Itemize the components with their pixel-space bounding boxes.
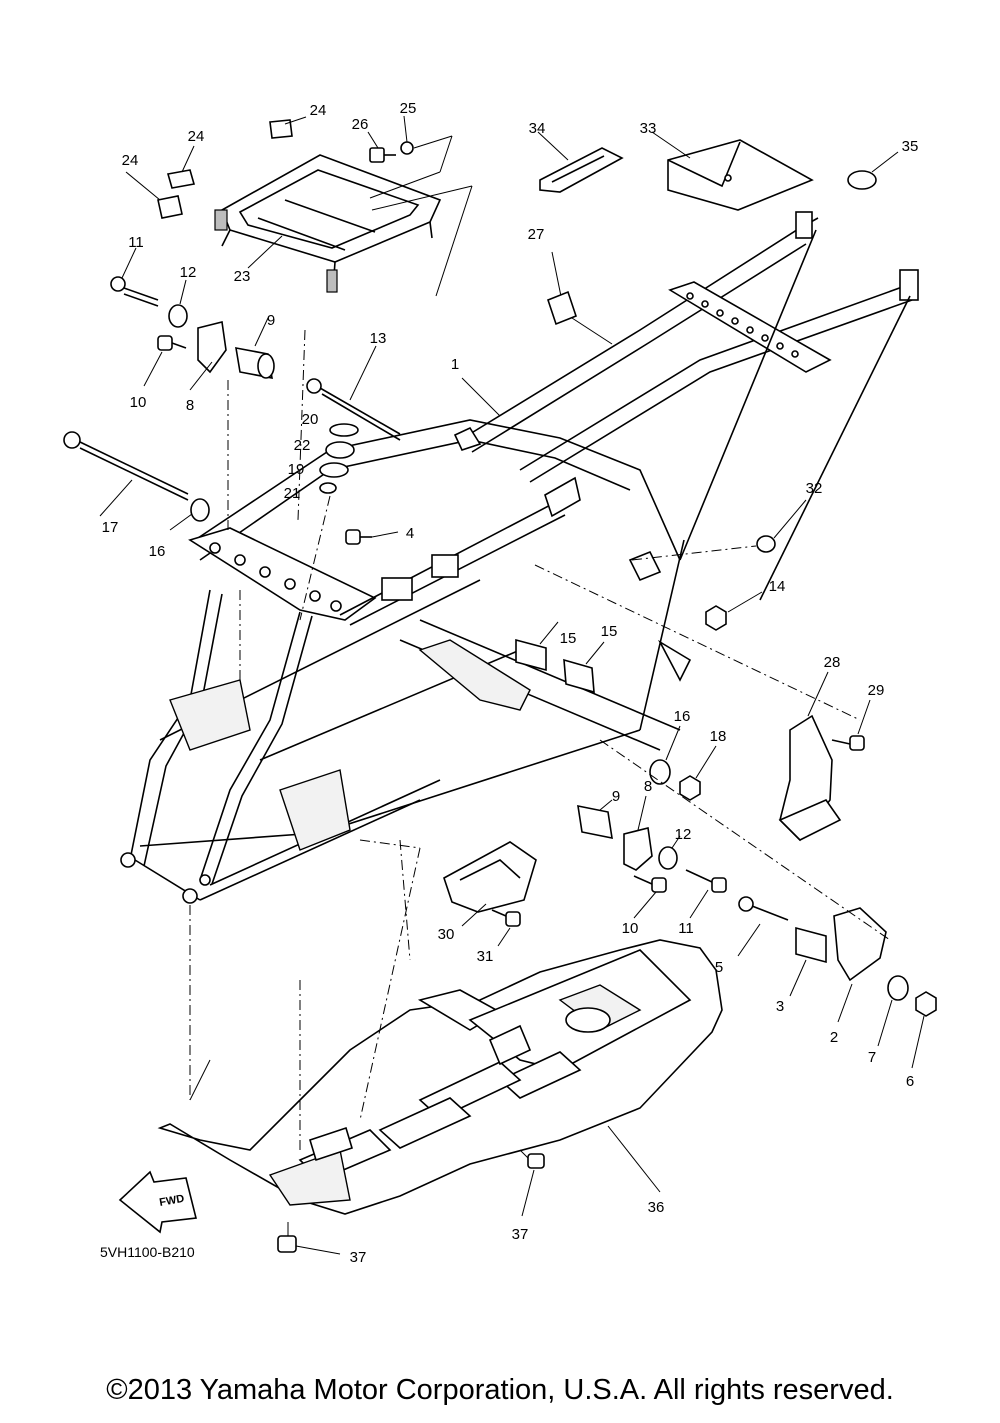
dampers-15 xyxy=(515,621,605,694)
callout-32: 32 xyxy=(806,480,823,497)
callout-30: 30 xyxy=(438,926,455,943)
bracket-2 xyxy=(833,907,887,1023)
callout-24-mid: 24 xyxy=(188,128,205,145)
callout-11-upper: 11 xyxy=(128,234,144,251)
callout-17: 17 xyxy=(102,519,119,536)
bolt-17 xyxy=(63,431,189,517)
callout-7: 7 xyxy=(868,1049,876,1066)
callout-26: 26 xyxy=(352,116,369,133)
callout-25: 25 xyxy=(400,100,417,117)
engine-bracket-8-lower xyxy=(623,795,653,871)
callout-23: 23 xyxy=(234,268,251,285)
callout-24-top: 24 xyxy=(310,102,327,119)
callout-6: 6 xyxy=(906,1073,914,1090)
callout-numbers: 24 24 24 25 26 23 34 33 35 27 11 12 9 10… xyxy=(102,100,919,1266)
callout-10-lower: 10 xyxy=(622,920,639,937)
callout-14: 14 xyxy=(769,578,786,595)
nut-6 xyxy=(911,991,937,1069)
callout-13: 13 xyxy=(370,330,387,347)
bolt-5 xyxy=(737,896,789,957)
callout-8-upper: 8 xyxy=(186,397,194,414)
bolt-31 xyxy=(491,909,521,947)
bolt-11-lower xyxy=(685,869,727,919)
callout-18: 18 xyxy=(710,728,727,745)
callout-8-lower: 8 xyxy=(644,778,652,795)
callout-12-upper: 12 xyxy=(180,264,197,281)
diagram-code: 5VH1100-B210 xyxy=(100,1244,195,1260)
callout-9-lower: 9 xyxy=(612,788,620,805)
callout-3: 3 xyxy=(776,998,784,1015)
callout-22: 22 xyxy=(294,437,311,454)
skid-bolt-37-mid xyxy=(519,1149,545,1217)
collar-16-lower xyxy=(649,725,681,785)
top-bolts xyxy=(369,141,414,163)
collar-12-upper xyxy=(168,279,188,328)
bolt-10-lower xyxy=(633,875,667,919)
callout-9-upper: 9 xyxy=(267,312,275,329)
main-frame xyxy=(120,211,919,904)
bolt-11-upper xyxy=(110,247,159,307)
fwd-arrow-icon: FWD xyxy=(118,1170,197,1234)
callout-2: 2 xyxy=(830,1029,838,1046)
nut-14 xyxy=(705,591,763,631)
bolt-10-upper xyxy=(143,335,187,387)
callout-20: 20 xyxy=(302,411,319,428)
bolt-13 xyxy=(306,345,401,441)
callout-15-a: 15 xyxy=(560,630,577,647)
bolt-29 xyxy=(831,699,871,751)
nut-18 xyxy=(679,745,717,801)
callout-15-b: 15 xyxy=(601,623,618,640)
grommet-32 xyxy=(631,499,807,561)
tool-kit xyxy=(537,131,624,193)
damper-9-lower xyxy=(577,799,613,840)
engine-bracket-8-upper xyxy=(189,321,227,391)
bracket-28 xyxy=(778,671,842,842)
callout-29: 29 xyxy=(868,682,885,699)
skid-plate xyxy=(157,939,723,1215)
callout-10-upper: 10 xyxy=(130,394,147,411)
callout-33: 33 xyxy=(640,120,657,137)
o-ring xyxy=(847,151,899,190)
callout-19: 19 xyxy=(288,461,305,478)
washers-stack xyxy=(299,423,359,621)
callout-1: 1 xyxy=(451,356,459,373)
collar-16-upper xyxy=(169,498,210,531)
callout-5: 5 xyxy=(715,959,723,976)
callout-35: 35 xyxy=(902,138,919,155)
bolt-4 xyxy=(345,529,399,545)
callout-36: 36 xyxy=(648,1199,665,1216)
fwd-label: FWD xyxy=(158,1193,185,1209)
callout-21: 21 xyxy=(284,485,301,502)
callout-34: 34 xyxy=(529,120,546,137)
copyright-notice: ©2013 Yamaha Motor Corporation, U.S.A. A… xyxy=(106,1374,894,1406)
skid-bolt-37-low xyxy=(277,1222,341,1255)
tool-pouch xyxy=(651,131,814,211)
callout-16-lower: 16 xyxy=(674,708,691,725)
top-leaders xyxy=(125,115,473,297)
clip-nuts xyxy=(157,119,293,219)
damper-3 xyxy=(789,926,827,997)
callout-16-upper: 16 xyxy=(149,543,166,560)
callout-31: 31 xyxy=(477,948,494,965)
callout-11-lower: 11 xyxy=(678,920,694,937)
rear-carrier-bracket xyxy=(214,154,442,293)
callout-37-mid: 37 xyxy=(512,1226,529,1243)
callout-12-lower: 12 xyxy=(675,826,692,843)
callout-37-low: 37 xyxy=(350,1249,367,1266)
callout-4: 4 xyxy=(406,525,414,542)
collar-7 xyxy=(877,975,909,1047)
callout-24-left: 24 xyxy=(122,152,139,169)
callout-28: 28 xyxy=(824,654,841,671)
collar-12-lower xyxy=(658,835,681,870)
callout-27: 27 xyxy=(528,226,545,243)
damper-9-upper xyxy=(235,317,275,379)
bracket-30 xyxy=(443,841,537,927)
